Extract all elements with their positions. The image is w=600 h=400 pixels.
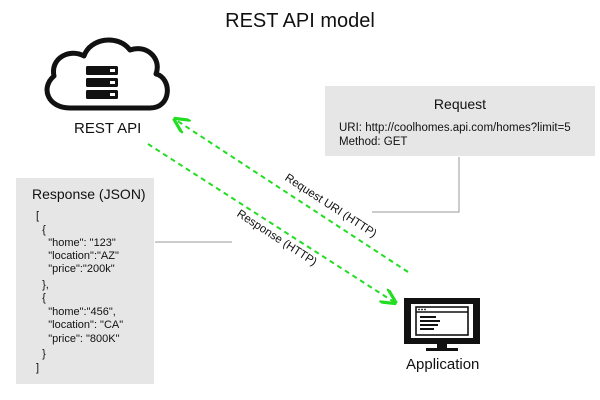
rest-api-label: REST API <box>74 120 142 137</box>
application-label: Application <box>406 356 480 373</box>
json-line: "home":"456", <box>36 306 116 318</box>
json-line: [ <box>36 210 40 222</box>
cloud-server-icon <box>44 37 170 111</box>
json-line: "home": "123" <box>36 237 116 249</box>
response-arrow <box>147 143 394 302</box>
json-line: } <box>36 348 46 360</box>
json-line: { <box>36 292 46 304</box>
request-connector-line <box>372 157 460 213</box>
json-line: ] <box>36 362 40 374</box>
request-box: Request URI: http://coolhomes.api.com/ho… <box>325 86 595 156</box>
json-line: "price":"200k" <box>36 263 115 275</box>
request-arrow <box>176 120 409 273</box>
server-stack-icon <box>86 66 118 99</box>
json-line: }, <box>36 279 49 291</box>
json-line: { <box>36 224 46 236</box>
request-title: Request <box>433 96 487 112</box>
json-line: "price": "800K" <box>36 333 120 345</box>
request-method-line: Method: GET <box>339 136 408 148</box>
json-line: "location":"AZ" <box>36 250 119 262</box>
monitor-icon <box>404 298 480 351</box>
response-box: Response (JSON) [ { "home": "123" "locat… <box>16 178 154 384</box>
request-uri-line: URI: http://coolhomes.api.com/homes?limi… <box>339 122 571 134</box>
json-line: "location": "CA" <box>36 319 124 331</box>
response-title: Response (JSON) <box>32 186 146 202</box>
diagram-title: REST API model <box>225 10 375 32</box>
